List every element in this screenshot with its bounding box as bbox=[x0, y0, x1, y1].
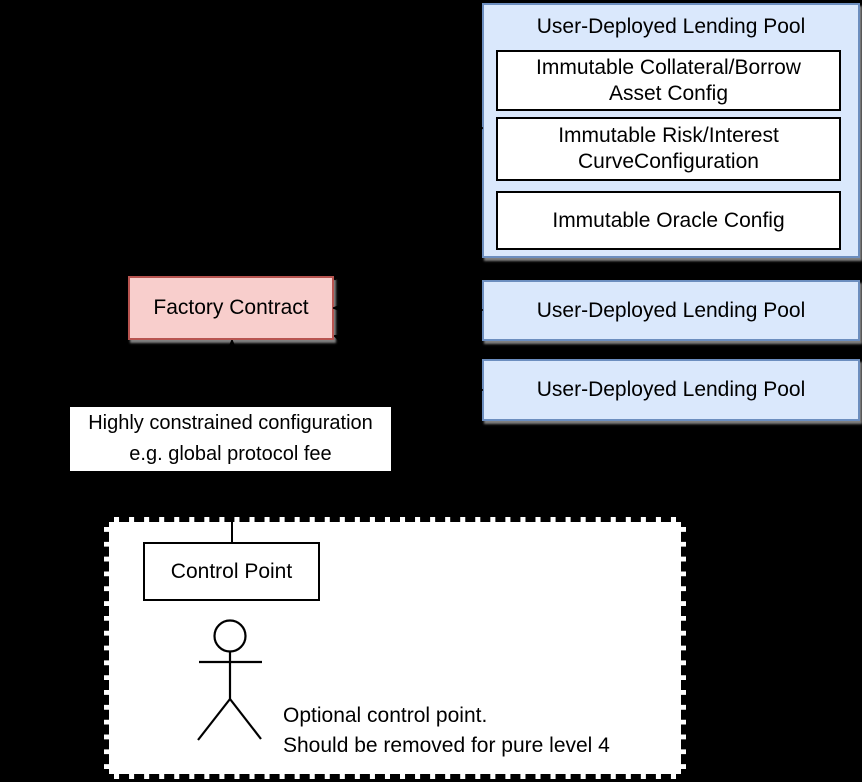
config-note-label: Highly constrained configuration e.g. gl… bbox=[70, 407, 391, 471]
lending-pool-title: User-Deployed Lending Pool bbox=[536, 15, 806, 38]
lending-pool-3: User-Deployed Lending Pool bbox=[482, 359, 860, 421]
arrowhead-pool2 bbox=[333, 302, 348, 314]
optional-note: Optional control point. Should be remove… bbox=[283, 701, 610, 761]
config-collateral-line2: Asset Config bbox=[608, 81, 729, 105]
edge-pool3-factory bbox=[334, 335, 483, 391]
arrowhead-pool1 bbox=[334, 265, 348, 280]
lending-pool-2: User-Deployed Lending Pool bbox=[482, 280, 860, 341]
edge-pool2-factory bbox=[333, 307, 483, 311]
config-collateral-line1: Immutable Collateral/Borrow bbox=[536, 55, 801, 79]
factory-contract-box: Factory Contract bbox=[128, 276, 334, 340]
control-point-box: Control Point bbox=[143, 542, 320, 601]
arrowhead-factory-bottom bbox=[225, 340, 239, 355]
edge-pool1-factory bbox=[334, 127, 483, 280]
control-point-label: Control Point bbox=[170, 559, 293, 583]
config-note-line2: e.g. global protocol fee bbox=[129, 443, 332, 465]
actor-icon bbox=[197, 619, 262, 741]
factory-contract-label: Factory Contract bbox=[153, 296, 309, 319]
optional-note-line2: Should be removed for pure level 4 bbox=[283, 734, 610, 757]
config-risk-line2: CurveConfiguration bbox=[578, 150, 759, 173]
config-box-oracle: Immutable Oracle Config bbox=[496, 191, 841, 250]
optional-note-line1: Optional control point. bbox=[283, 704, 488, 727]
arrowhead-pool3 bbox=[334, 334, 349, 346]
lending-pool-detailed: User-Deployed Lending Pool Immutable Col… bbox=[482, 3, 860, 258]
config-box-collateral: Immutable Collateral/Borrow Asset Config bbox=[496, 50, 841, 111]
config-oracle-line1: Immutable Oracle Config bbox=[552, 208, 785, 232]
config-risk-line1: Immutable Risk/Interest bbox=[558, 124, 779, 147]
config-box-risk: Immutable Risk/Interest CurveConfigurati… bbox=[496, 117, 841, 181]
config-note-line1: Highly constrained configuration bbox=[88, 412, 373, 434]
